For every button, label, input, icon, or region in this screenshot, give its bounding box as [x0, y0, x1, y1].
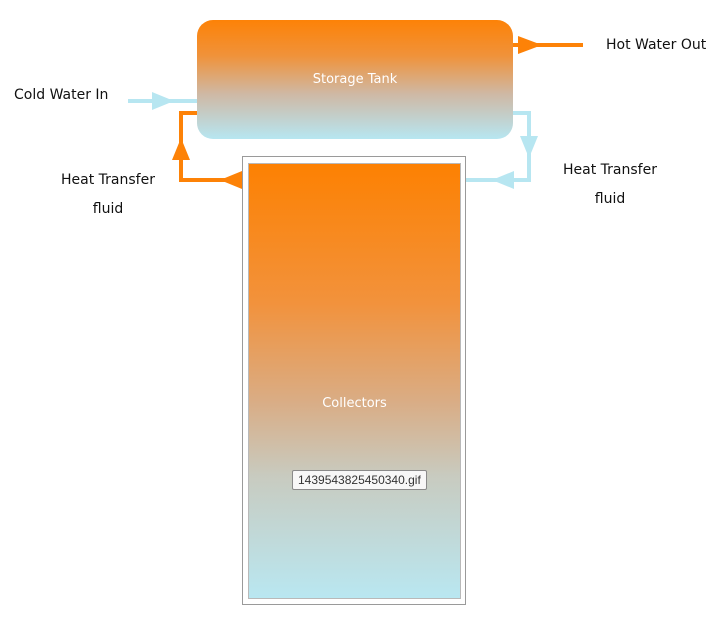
- storage-tank: Storage Tank: [197, 20, 513, 139]
- image-filename-tag: 1439543825450340.gif: [292, 470, 427, 490]
- cold-water-in-arrowhead: [152, 92, 174, 110]
- heat-transfer-right-line1: Heat Transfer: [563, 162, 657, 178]
- hot-water-out-arrowhead: [518, 36, 542, 54]
- hot-water-out-label: Hot Water Out: [606, 37, 707, 53]
- heat-transfer-left-line1: Heat Transfer: [61, 172, 155, 188]
- cold-fluid-arrowhead-down: [520, 136, 538, 158]
- storage-tank-label: Storage Tank: [312, 72, 398, 87]
- hot-fluid-arrowhead-up: [172, 138, 190, 160]
- heat-transfer-left-line2: fluid: [92, 201, 124, 217]
- heat-transfer-right-line2: fluid: [594, 191, 626, 207]
- collectors-panel: Collectors 1439543825450340.gif: [248, 163, 461, 599]
- cold-water-in-label: Cold Water In: [14, 87, 109, 103]
- collectors-label: Collectors: [322, 396, 387, 411]
- cold-fluid-arrowhead-left: [492, 171, 514, 189]
- hot-fluid-arrowhead-left: [220, 171, 242, 189]
